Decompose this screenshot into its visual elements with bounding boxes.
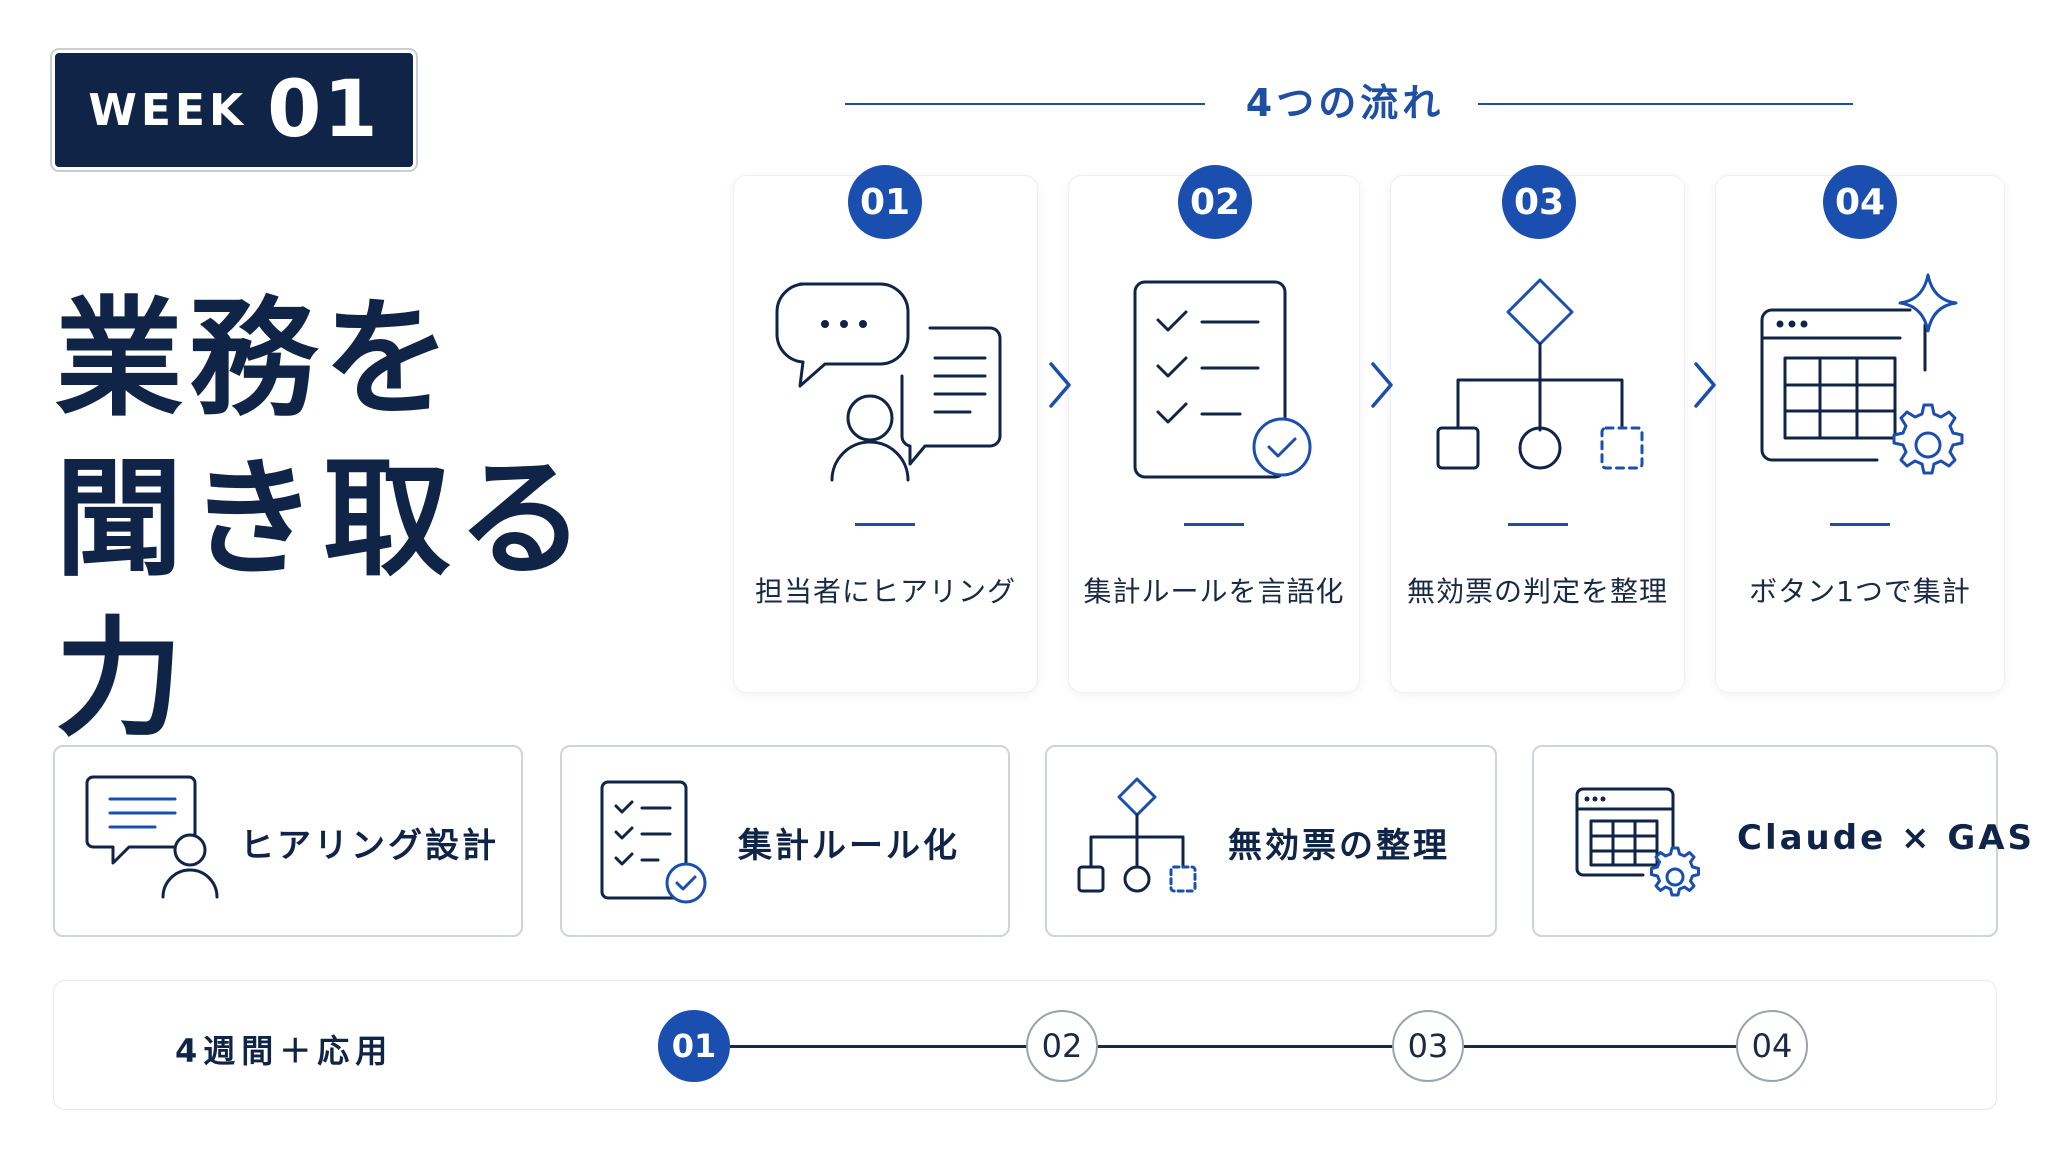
flow-header-line-right [1478, 103, 1853, 105]
step-divider [855, 523, 915, 526]
timeline-node-2: 02 [1026, 1010, 1098, 1082]
chevron-right-icon [1049, 362, 1071, 408]
summary-label-2: 集計ルール化 [738, 826, 960, 866]
step-divider [1830, 523, 1890, 526]
page-title: 業務を 聞き取る力 [55, 280, 695, 760]
step-card-2 [1068, 175, 1360, 693]
checklist-icon [600, 780, 707, 904]
step-number-3: 03 [1502, 165, 1576, 239]
summary-card-2 [560, 745, 1010, 937]
step-label-3: 無効票の判定を整理 [1406, 575, 1668, 608]
timeline-node-1: 01 [658, 1010, 730, 1082]
summary-card-3 [1045, 745, 1497, 937]
timeline-label: 4週間＋応用 [175, 1032, 394, 1070]
step-divider [1184, 523, 1244, 526]
summary-card-4 [1532, 745, 1998, 937]
step-label-1: 担当者にヒアリング [754, 575, 1016, 608]
page-title-line1: 業務を [55, 285, 458, 434]
flow-header-line-left [845, 103, 1205, 105]
step-number-2: 02 [1178, 165, 1252, 239]
timeline-node-3: 03 [1392, 1010, 1464, 1082]
step-label-2: 集計ルールを言語化 [1083, 575, 1345, 608]
page-title-line2: 聞き取る力 [55, 445, 592, 754]
spreadsheet-gear-icon [1575, 787, 1700, 897]
chevron-right-icon [1371, 362, 1393, 408]
step-label-4: ボタン1つで集計 [1749, 575, 1971, 608]
chat-person-icon [85, 775, 219, 899]
interview-chat-icon [775, 282, 1002, 482]
summary-label-4: Claude × GAS [1737, 818, 2036, 858]
spreadsheet-gear-icon [1760, 273, 1964, 475]
chevron-right-icon [1694, 362, 1716, 408]
step-divider [1508, 523, 1568, 526]
checklist-icon [1133, 280, 1312, 479]
flowchart-icon [1077, 777, 1197, 893]
step-number-1: 01 [848, 165, 922, 239]
summary-label-1: ヒアリング設計 [240, 826, 499, 866]
summary-label-3: 無効票の整理 [1228, 826, 1450, 866]
week-label: WEEK [88, 84, 248, 136]
week-badge: WEEK 01 [55, 53, 413, 167]
flow-title: 4つの流れ [1245, 81, 1445, 125]
step-number-4: 04 [1823, 165, 1897, 239]
timeline-track [730, 1045, 1778, 1048]
flowchart-icon [1436, 278, 1644, 470]
timeline-node-4: 04 [1736, 1010, 1808, 1082]
week-number: 01 [267, 65, 380, 155]
